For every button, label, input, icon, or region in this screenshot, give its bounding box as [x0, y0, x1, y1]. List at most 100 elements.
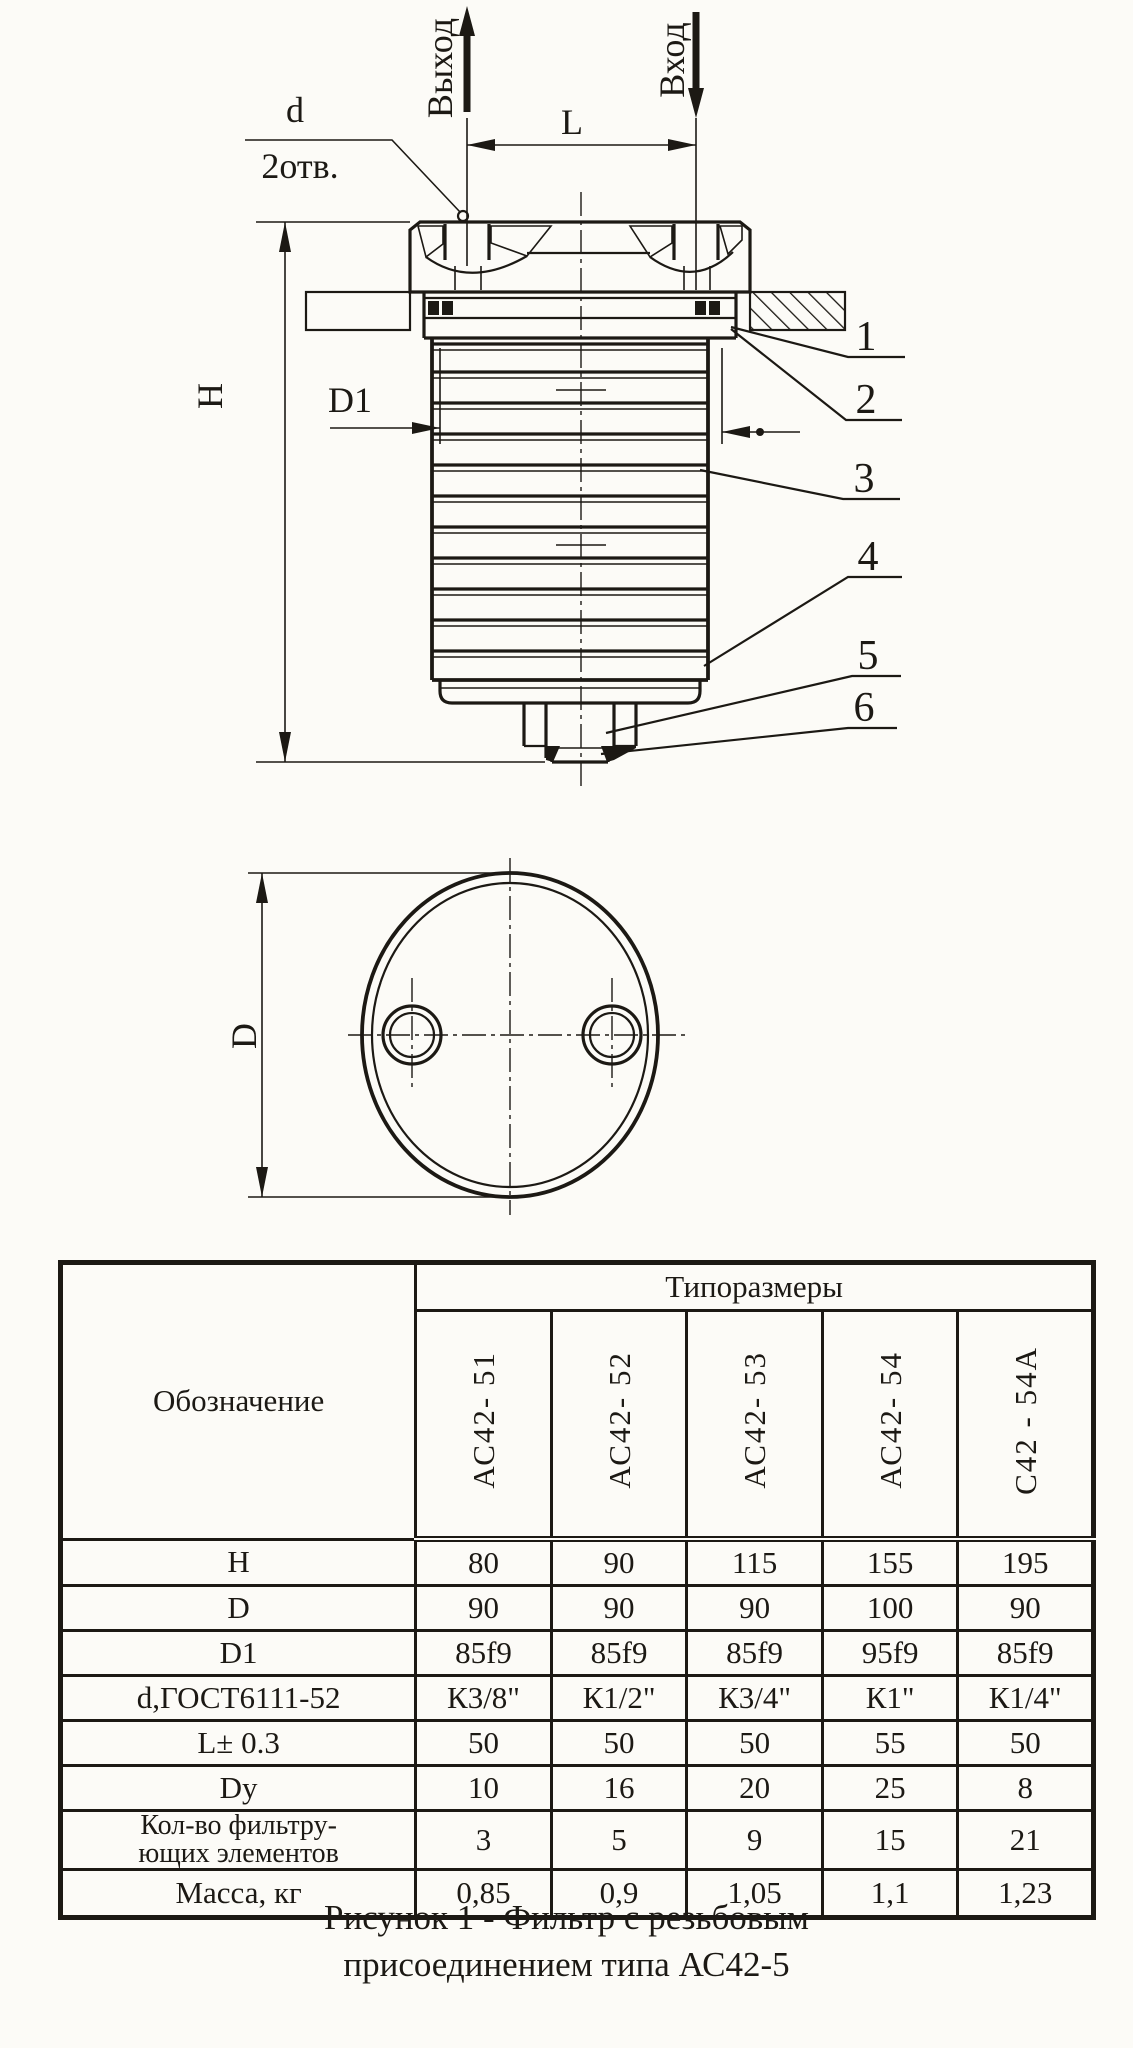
callout-1: 1 [856, 314, 877, 360]
value-cell: 90 [549, 1537, 689, 1587]
bottom-cap [438, 680, 702, 705]
filter-body [430, 338, 710, 682]
o-ring-seal [709, 301, 720, 315]
value-cell: 80 [414, 1537, 553, 1587]
designation-header-cell: Обозначение [58, 1261, 418, 1541]
center-ticks [556, 389, 606, 546]
dim-D-label: D [224, 1023, 264, 1049]
type-column-cell: АС42- 53 [685, 1309, 824, 1542]
outlet-label: Выход [420, 18, 460, 118]
dimension-H: H [190, 221, 545, 763]
value-cell: 85f9 [685, 1629, 824, 1677]
type-column-cell: АС42- 52 [549, 1309, 689, 1542]
value-cell: 50 [414, 1719, 553, 1767]
dimension-D1: D1 [328, 348, 800, 444]
row-label-cell: D1 [58, 1629, 418, 1677]
value-cell: 90 [685, 1584, 824, 1632]
callout-3: 3 [854, 456, 875, 502]
dim-L-label: L [561, 102, 583, 142]
value-cell: 50 [549, 1719, 689, 1767]
value-cell: 1,1 [820, 1868, 960, 1919]
row-label-cell: L± 0.3 [58, 1719, 418, 1767]
value-cell: 0,85 [414, 1868, 553, 1919]
callout-leaders [600, 325, 905, 756]
filter-head [408, 220, 752, 294]
row-label-cell: Масса, кг [58, 1868, 418, 1919]
spigot-neck [422, 292, 738, 340]
table-row-H: H 80 90 115 155 195 [58, 1537, 1095, 1587]
technical-drawing: Выход Вход L d 2отв. H [190, 6, 905, 1215]
value-cell: 100 [820, 1584, 960, 1632]
value-cell: 0,9 [549, 1868, 689, 1919]
value-cell: 15 [820, 1809, 960, 1871]
value-cell: К1" [820, 1674, 960, 1722]
table-row-element-count: Кол-во фильтру-ющих элементов 3 5 9 15 2… [58, 1809, 1095, 1871]
dimensions-table: Обозначение Типоразмеры АС42- 51 АС42- 5… [58, 1260, 1096, 1920]
value-cell: 20 [685, 1764, 824, 1812]
type-column-cell: АС42- 51 [414, 1309, 553, 1542]
value-cell: К1/2" [549, 1674, 689, 1722]
mounting-plate [304, 290, 847, 332]
value-cell: 50 [956, 1719, 1095, 1767]
o-ring-seal [695, 301, 706, 315]
row-label-cell: Кол-во фильтру-ющих элементов [58, 1809, 418, 1871]
dim-D1-label: D1 [328, 380, 372, 420]
dim-H-label: H [190, 383, 230, 409]
value-cell: 55 [820, 1719, 960, 1767]
value-cell: 21 [956, 1809, 1095, 1871]
value-cell: 85f9 [956, 1629, 1095, 1677]
hole-centerlines [411, 978, 613, 1092]
inlet-flow-arrow [688, 12, 704, 118]
row-label-cell: Dy [58, 1764, 418, 1812]
side-section-view: Выход Вход L d 2отв. H [190, 6, 905, 790]
table-row-mass: Масса, кг 0,85 0,9 1,05 1,1 1,23 [58, 1868, 1095, 1919]
callout-5: 5 [858, 633, 879, 679]
value-cell: 155 [820, 1537, 960, 1587]
table-row-Dy: Dy 10 16 20 25 8 [58, 1764, 1095, 1812]
callout-6: 6 [854, 685, 875, 731]
callout-2: 2 [856, 377, 877, 423]
figure-caption-line1: Рисунок 1 - Фильтр с резьбовым [324, 1898, 809, 1937]
dim-d-label: d [286, 90, 304, 130]
dimension-L: L [467, 102, 696, 151]
value-cell: К3/4" [685, 1674, 824, 1722]
outlet-flow-arrow [459, 6, 475, 112]
value-cell: 90 [549, 1584, 689, 1632]
o-ring-seal [442, 301, 453, 315]
row-label-cell: D [58, 1584, 418, 1632]
inlet-label: Вход [652, 22, 692, 97]
value-cell: 90 [414, 1584, 553, 1632]
value-cell: К3/8" [414, 1674, 553, 1722]
bottom-view: D [224, 858, 690, 1215]
value-cell: 8 [956, 1764, 1095, 1812]
o-ring-seal [428, 301, 439, 315]
figure-caption: Рисунок 1 - Фильтр с резьбовым присоедин… [0, 1894, 1133, 1989]
filter-ribs [432, 370, 708, 658]
table-group-header-row: Обозначение Типоразмеры [58, 1261, 1095, 1541]
value-cell: 1,23 [956, 1868, 1095, 1919]
value-cell: 5 [549, 1809, 689, 1871]
table-row-d-gost: d,ГОСТ6111-52 К3/8" К1/2" К3/4" К1" К1/4… [58, 1674, 1095, 1722]
row-label-cell: H [58, 1537, 418, 1587]
value-cell: 50 [685, 1719, 824, 1767]
holes-note-label: 2отв. [261, 146, 338, 186]
value-cell: 195 [956, 1537, 1095, 1587]
value-cell: 85f9 [549, 1629, 689, 1677]
dimension-D: D [224, 872, 505, 1198]
value-cell: 90 [956, 1584, 1095, 1632]
row-label-cell: d,ГОСТ6111-52 [58, 1674, 418, 1722]
group-header-cell: Типоразмеры [414, 1261, 1095, 1312]
value-cell: 115 [685, 1537, 824, 1587]
value-cell: К1/4" [956, 1674, 1095, 1722]
table-row-D: D 90 90 90 100 90 [58, 1584, 1095, 1632]
value-cell: 10 [414, 1764, 553, 1812]
value-cell: 95f9 [820, 1629, 960, 1677]
type-column-cell: АС42- 54 [820, 1309, 960, 1542]
type-column-cell: С42 - 54А [956, 1309, 1095, 1542]
callout-4: 4 [858, 534, 879, 580]
value-cell: 85f9 [414, 1629, 553, 1677]
value-cell: 9 [685, 1809, 824, 1871]
type-columns-row: АС42- 51 АС42- 52 АС42- 53 АС42- 54 С42 … [61, 1309, 1095, 1542]
figure-caption-line2: присоединением типа АС42-5 [343, 1945, 790, 1985]
